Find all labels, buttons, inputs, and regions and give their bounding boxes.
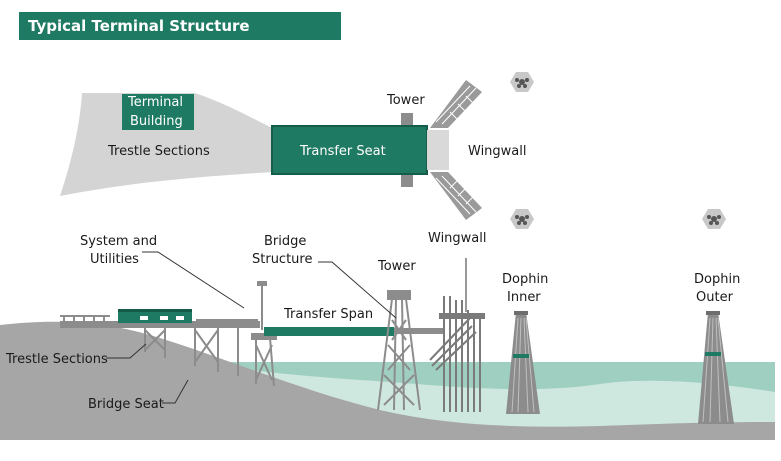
elevation-trestle-label: Trestle Sections — [5, 352, 108, 367]
bridge-structure-label-1: Bridge — [264, 234, 306, 249]
leader-lines — [106, 251, 467, 404]
plan-tower-top — [401, 113, 413, 125]
title-bar — [19, 12, 341, 40]
system-utilities-label-1: System and — [80, 234, 157, 249]
plan-dolphin-2-icon — [510, 209, 534, 229]
plan-dolphin-1-icon — [510, 72, 534, 92]
elevation-transfer-span — [264, 327, 394, 336]
plan-view: Terminal Building Trestle Sections Trans… — [60, 72, 726, 229]
elevation-wingwall-label: Wingwall — [428, 231, 487, 246]
dolphin-outer-label-2: Outer — [696, 290, 734, 305]
elevation-wingwall — [429, 296, 485, 412]
dolphin-inner-label-1: Dophin — [502, 272, 548, 287]
system-utilities-label-2: Utilities — [90, 252, 139, 267]
dolphin-outer-label-1: Dophin — [694, 272, 740, 287]
bridge-seat-label: Bridge Seat — [88, 397, 164, 412]
dolphin-inner-label-2: Inner — [507, 290, 541, 305]
elevation-bridge-seat — [251, 281, 277, 387]
diagram-title: Typical Terminal Structure — [28, 17, 250, 35]
plan-trestle-label: Trestle Sections — [107, 144, 210, 159]
plan-tower-label: Tower — [386, 93, 425, 108]
plan-wingwall-top — [430, 80, 482, 128]
bridge-structure-label-2: Structure — [252, 252, 312, 267]
plan-terminal-building — [122, 94, 194, 130]
plan-wingwall-bottom — [430, 172, 482, 220]
transfer-span-label: Transfer Span — [283, 307, 373, 322]
elevation-dolphin-outer — [698, 311, 734, 424]
elevation-tower-label: Tower — [377, 259, 416, 274]
terminal-building-label-1: Terminal — [127, 95, 183, 110]
plan-tower-bottom — [401, 175, 413, 187]
plan-transfer-end — [427, 130, 449, 170]
elevation-view: System and Utilities Bridge Structure To… — [0, 231, 775, 440]
plan-dolphin-3-icon — [702, 209, 726, 229]
plan-wingwall-label: Wingwall — [468, 144, 527, 159]
plan-transfer-seat-label: Transfer Seat — [299, 144, 386, 159]
elevation-dolphin-inner — [506, 311, 540, 414]
terminal-building-label-2: Building — [130, 114, 183, 129]
elevation-terminal-building — [118, 311, 192, 323]
elevation-trestle — [60, 309, 260, 376]
ground — [0, 321, 775, 440]
water-deep — [200, 362, 775, 392]
plan-trestle — [60, 93, 272, 196]
